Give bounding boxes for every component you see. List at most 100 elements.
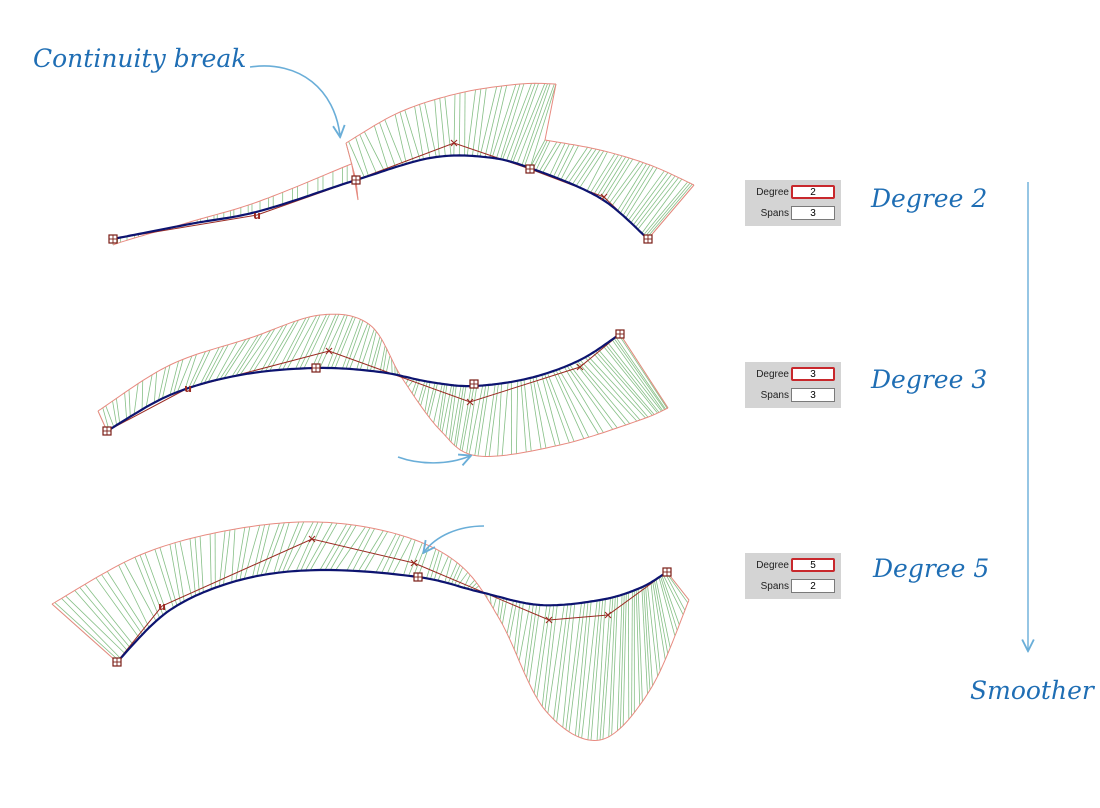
comb-tooth	[617, 594, 623, 731]
comb-tooth	[450, 385, 462, 443]
comb-tooth	[568, 602, 586, 732]
comb-tooth	[641, 587, 648, 694]
comb-tooth	[373, 339, 383, 372]
comb-tooth	[118, 565, 150, 628]
comb-tooth	[256, 524, 270, 577]
comb-tooth	[489, 594, 492, 605]
comb-tooth	[74, 590, 128, 651]
comb-tooth	[399, 111, 414, 162]
comb-tooth	[574, 362, 627, 426]
comb-tooth	[105, 405, 115, 428]
comb-tooth	[407, 378, 415, 388]
edit-point-icon	[102, 426, 112, 436]
comb-tooth	[154, 549, 174, 608]
edit-point-icon	[311, 363, 321, 373]
comb-tooth	[468, 385, 484, 455]
comb-tooth	[646, 584, 658, 677]
degree-label: Degree	[756, 187, 789, 198]
comb-tooth	[489, 85, 508, 158]
comb-tooth	[613, 337, 665, 410]
comb-tooth	[145, 374, 153, 408]
comb-tooth	[544, 605, 558, 711]
degree-input[interactable]	[791, 367, 835, 381]
comb-tooth	[128, 389, 131, 417]
comb-tooth	[497, 383, 503, 457]
comb-tooth	[231, 334, 259, 377]
comb-tooth	[169, 361, 179, 396]
degree-input[interactable]	[791, 185, 835, 199]
comb-tooth	[510, 83, 539, 162]
comb-tooth	[184, 354, 197, 390]
comb-outline-3	[51, 521, 690, 742]
comb-tooth	[295, 521, 319, 572]
comb-tooth	[553, 604, 569, 720]
comb-tooth	[461, 385, 475, 452]
spans-input[interactable]	[791, 579, 835, 593]
comb-tooth	[218, 530, 226, 587]
comb-tooth	[637, 177, 679, 230]
comb-tooth	[133, 383, 139, 415]
comb-tooth	[231, 529, 236, 583]
comb-tooth	[299, 314, 327, 369]
edit-point-icon	[525, 164, 535, 174]
comb-tooth	[373, 125, 389, 170]
comb-tooth	[628, 170, 665, 221]
comb-tooth	[641, 178, 683, 234]
comb-tooth	[466, 385, 478, 454]
u-marker-icon: u	[184, 382, 192, 395]
comb-tooth	[269, 319, 299, 372]
comb-outline-1	[112, 82, 695, 246]
comb-tooth	[379, 122, 396, 168]
comb-tooth	[433, 383, 443, 423]
comb-tooth	[484, 85, 503, 158]
comb-tooth	[352, 528, 375, 571]
degree-input[interactable]	[791, 558, 835, 572]
comb-tooth	[635, 589, 641, 706]
degree-spans-panel-1: Degree Spans	[745, 180, 841, 226]
comb-tooth	[499, 597, 504, 621]
comb-tooth	[382, 348, 388, 373]
comb-tooth	[562, 603, 576, 728]
comb-hatch-2	[97, 314, 669, 457]
cv-cross-icon	[410, 559, 418, 567]
cv-cross-icon	[545, 616, 553, 624]
comb-tooth	[391, 358, 393, 374]
comb-tooth	[65, 595, 126, 654]
comb-tooth	[385, 355, 391, 373]
comb-tooth	[500, 83, 525, 160]
comb-tooth	[252, 524, 266, 578]
comb-tooth	[532, 140, 548, 170]
spans-input[interactable]	[791, 388, 835, 402]
comb-tooth	[466, 89, 476, 156]
comb-tooth	[590, 599, 604, 741]
comb-tooth	[448, 385, 457, 441]
comb-tooth	[502, 83, 532, 160]
comb-tooth	[501, 382, 509, 456]
comb-tooth	[428, 383, 438, 418]
comb-tooth	[223, 529, 231, 585]
spans-label: Spans	[760, 581, 789, 592]
comb-tooth	[235, 333, 263, 376]
comb-tooth	[330, 316, 354, 369]
comb-tooth	[324, 524, 352, 571]
comb-tooth	[556, 144, 575, 179]
comb-tooth	[134, 557, 160, 619]
comb-tooth	[605, 158, 634, 203]
comb-tooth	[578, 601, 592, 737]
comb-tooth	[139, 554, 164, 616]
comb-tooth	[555, 369, 590, 438]
comb-tooth	[484, 384, 496, 457]
comb-tooth	[566, 365, 614, 430]
comb-tooth	[161, 364, 171, 399]
spans-input[interactable]	[791, 206, 835, 220]
comb-tooth	[466, 579, 475, 589]
inflection-arrow-degree-5	[424, 525, 485, 552]
comb-tooth	[599, 597, 611, 741]
comb-tooth	[319, 314, 345, 369]
comb-tooth	[516, 83, 548, 164]
comb-tooth	[655, 579, 671, 648]
curve-degree-3: u	[97, 313, 669, 457]
comb-tooth	[203, 345, 225, 384]
comb-tooth	[413, 379, 420, 397]
